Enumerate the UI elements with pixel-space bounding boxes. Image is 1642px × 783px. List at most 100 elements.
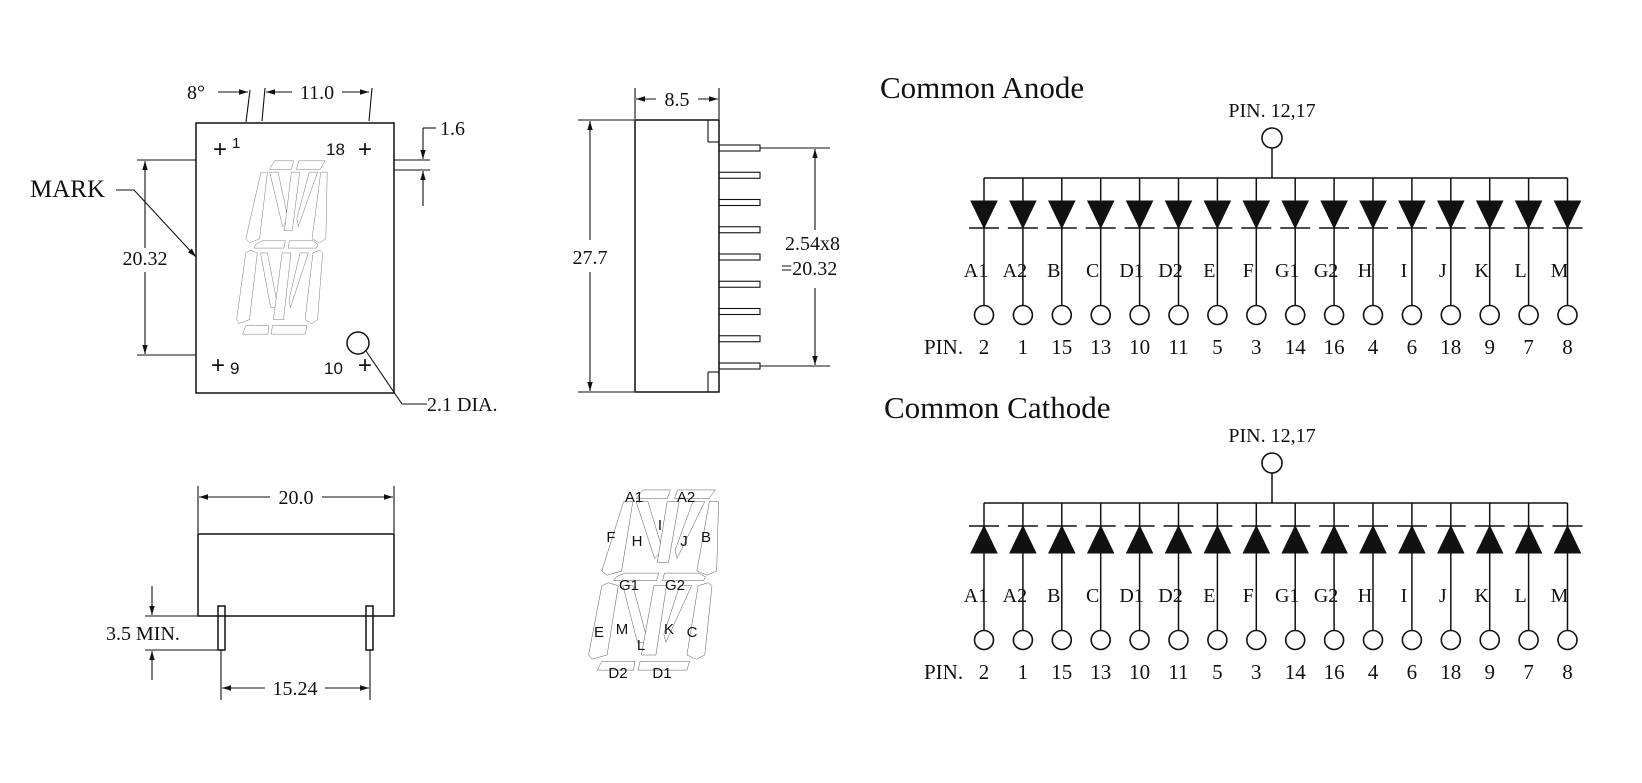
front-view-body xyxy=(195,122,395,394)
pin-number: 1 xyxy=(1018,335,1029,359)
front-seg-e xyxy=(236,249,258,324)
mark-label: MARK xyxy=(30,176,105,203)
anode-common-pin: PIN. 12,17 xyxy=(1228,100,1315,122)
segment-label: A1 xyxy=(964,585,988,607)
side-pin xyxy=(718,280,761,288)
plus-mark-tr: + xyxy=(358,136,372,163)
width-ext-line-left xyxy=(261,87,266,122)
segment-label: G1 xyxy=(1275,585,1299,607)
map-label-g2: G2 xyxy=(665,577,685,594)
pin-number: 8 xyxy=(1562,660,1573,684)
side-pin xyxy=(718,226,761,234)
pin-terminal xyxy=(1401,629,1423,651)
hole-label: 2.1 DIA. xyxy=(427,394,498,416)
segment-label: H xyxy=(1358,585,1372,607)
pin-terminal xyxy=(973,304,995,326)
cathode-common-pin: PIN. 12,17 xyxy=(1228,425,1315,447)
led-diode xyxy=(1398,524,1426,554)
pin-terminal xyxy=(1557,629,1578,651)
pin-prefix: PIN. xyxy=(924,335,963,359)
side-pin xyxy=(718,198,761,207)
pin-number: 18 xyxy=(1440,335,1461,359)
led-diode xyxy=(1437,200,1465,230)
map-seg-g2 xyxy=(662,572,706,581)
pitch-label-1: 2.54x8 xyxy=(785,233,840,255)
pin-length-label: 3.5 MIN. xyxy=(106,623,180,645)
pin-terminal xyxy=(1129,629,1150,651)
segment-label: D2 xyxy=(1158,260,1182,282)
map-label-a2: A2 xyxy=(677,489,695,506)
common-pin-terminal xyxy=(1261,127,1283,149)
side-height-label: 27.7 xyxy=(573,247,608,269)
pin-number: 4 xyxy=(1368,660,1379,684)
map-seg-b xyxy=(696,501,719,576)
bottom-pin-left xyxy=(217,605,226,651)
led-diode xyxy=(1203,200,1232,230)
pin-number: 18 xyxy=(1440,660,1461,684)
pin-terminal xyxy=(1323,304,1345,326)
led-diode xyxy=(1514,200,1543,230)
pin-number: 7 xyxy=(1523,335,1534,359)
pin-number: 15 xyxy=(1051,335,1072,359)
side-pin xyxy=(718,171,761,179)
led-diode xyxy=(1009,524,1037,554)
pin-terminal xyxy=(1051,629,1073,651)
pin-terminal xyxy=(1323,629,1345,651)
segment-label: A2 xyxy=(1003,260,1027,282)
bottom-view: 20.0 3.5 MIN. 15.24 xyxy=(106,486,395,700)
pin-terminal xyxy=(1362,629,1384,651)
map-label-h: H xyxy=(632,533,643,550)
front-seg-h xyxy=(269,172,289,228)
map-label-a1: A1 xyxy=(625,489,643,506)
map-seg-i xyxy=(657,501,680,563)
front-seg-f xyxy=(245,172,268,244)
pin-terminal xyxy=(1012,629,1034,651)
side-pin xyxy=(718,253,761,261)
pin-offset-label: 1.6 xyxy=(440,118,465,140)
segment-label: A1 xyxy=(964,260,988,282)
front-seg-g1 xyxy=(253,240,286,249)
hole-leader xyxy=(365,350,427,405)
led-diode xyxy=(1437,524,1465,554)
pin-number: 6 xyxy=(1407,660,1418,684)
pin-number: 10 xyxy=(1129,660,1150,684)
segment-label: E xyxy=(1203,585,1215,607)
pin-number: 2 xyxy=(979,335,990,359)
led-diode xyxy=(1086,200,1115,230)
pin-number: 3 xyxy=(1251,335,1262,359)
plus-mark-tl: + xyxy=(213,136,227,163)
segment-label: K xyxy=(1474,260,1489,282)
anode-circuit: A12A21B15C13D110D211E5F3G114G216H4I6J18K… xyxy=(924,127,1583,359)
segment-label: G2 xyxy=(1314,260,1338,282)
map-label-j: J xyxy=(680,533,688,550)
led-diode xyxy=(1359,200,1387,230)
front-seg-a2 xyxy=(296,160,326,170)
front-seg-m xyxy=(260,252,279,308)
pin-number: 10 xyxy=(1129,335,1150,359)
map-label-f: F xyxy=(606,529,615,546)
plus-mark-br: + xyxy=(358,352,372,379)
side-pin xyxy=(718,307,761,316)
map-label-l: L xyxy=(637,637,645,654)
map-label-e: E xyxy=(594,624,604,641)
led-diode xyxy=(1164,200,1193,230)
pin-terminal xyxy=(1362,304,1384,326)
segment-label: I xyxy=(1401,260,1408,282)
map-label-c: C xyxy=(687,624,698,641)
pin-terminal xyxy=(1401,304,1423,326)
map-seg-j xyxy=(674,501,706,559)
pin-terminal xyxy=(1090,629,1111,651)
map-label-d2: D2 xyxy=(608,665,627,682)
pin-span-label: 15.24 xyxy=(273,678,318,700)
pin-terminal xyxy=(1479,629,1500,651)
height-label: 20.32 xyxy=(123,248,168,270)
led-diode xyxy=(1398,200,1426,230)
segment-label: B xyxy=(1047,585,1060,607)
corner-pin-br: 10 xyxy=(324,359,343,378)
pin-number: 14 xyxy=(1285,660,1307,684)
led-diode xyxy=(970,524,998,554)
anode-title: Common Anode xyxy=(880,70,1084,105)
segment-label: K xyxy=(1474,585,1489,607)
pin-number: 5 xyxy=(1212,660,1223,684)
map-label-m: M xyxy=(616,621,629,638)
